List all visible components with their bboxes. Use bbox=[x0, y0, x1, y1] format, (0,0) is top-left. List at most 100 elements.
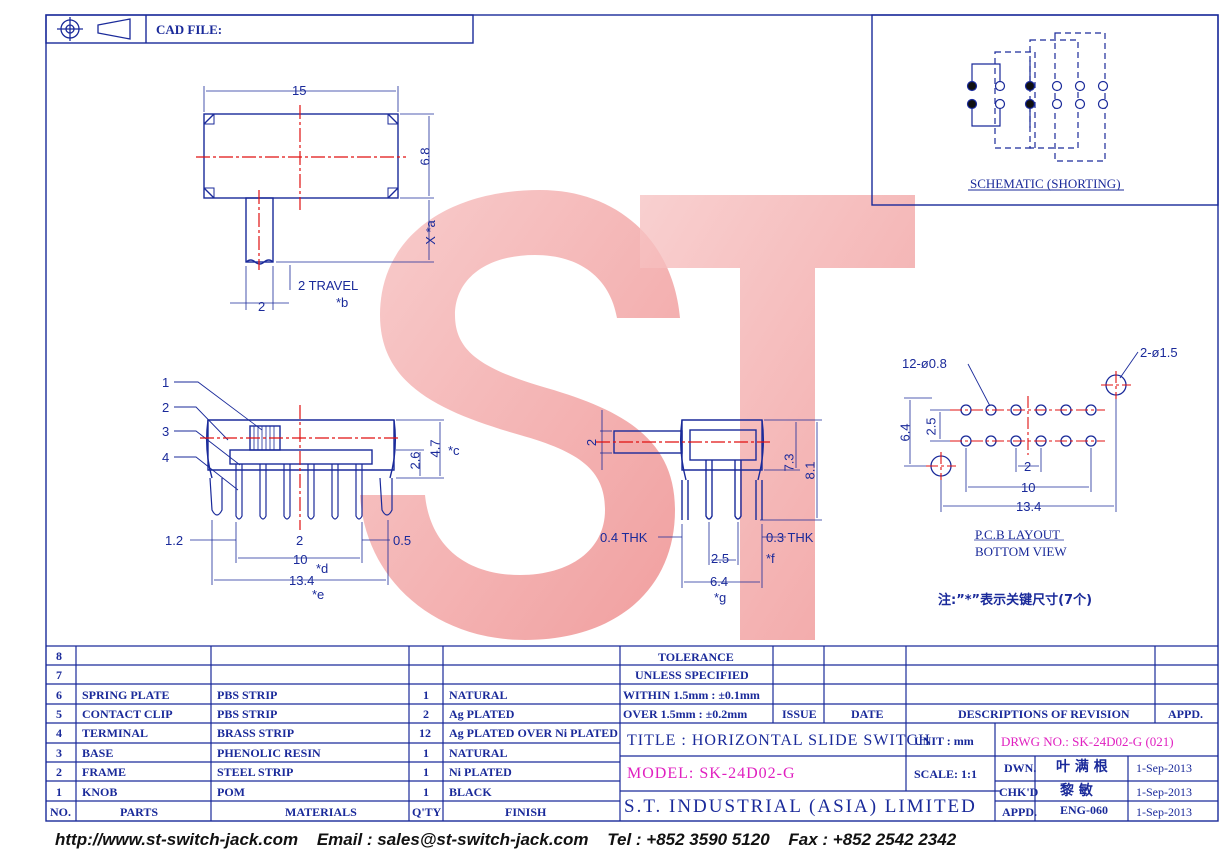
note-e: *e bbox=[312, 587, 325, 602]
bom-row-part: TERMINAL bbox=[82, 726, 149, 740]
front-view-drawing bbox=[174, 381, 444, 585]
note-c: *c bbox=[448, 443, 460, 458]
pcb-dim-10: 10 bbox=[1021, 480, 1036, 495]
bom-row-material: PBS STRIP bbox=[217, 707, 278, 721]
callout-4: 4 bbox=[162, 450, 170, 465]
dim-top-x: X *a bbox=[422, 220, 438, 245]
chkd-label: CHK'D bbox=[999, 785, 1039, 799]
tolerance-within: WITHIN 1.5mm : ±0.1mm bbox=[623, 688, 760, 702]
bom-row-part: BASE bbox=[82, 746, 114, 760]
bom-header-materials: MATERIALS bbox=[285, 805, 357, 819]
dwn-label: DWN. bbox=[1004, 761, 1037, 775]
bom-row-part: CONTACT CLIP bbox=[82, 707, 173, 721]
pcb-holes-small: 12-ø0.8 bbox=[902, 356, 947, 371]
pcb-subcaption: BOTTOM VIEW bbox=[975, 544, 1067, 559]
pcb-caption: P.C.B LAYOUT bbox=[975, 527, 1061, 542]
dim-front-12: 1.2 bbox=[165, 533, 184, 548]
scale-label: SCALE: 1:1 bbox=[914, 767, 978, 781]
bom-row-no: 4 bbox=[56, 726, 62, 740]
pcb-dim-25: 2.5 bbox=[923, 417, 939, 436]
bom-row-qty: 12 bbox=[419, 726, 431, 740]
bom-row-qty: 1 bbox=[423, 688, 429, 702]
bom-row-qty: 1 bbox=[423, 765, 429, 779]
bom-row-no: 3 bbox=[56, 746, 62, 760]
bom-row-no: 5 bbox=[56, 707, 62, 721]
bom-row-finish: NATURAL bbox=[449, 688, 508, 702]
note-b: *b bbox=[336, 295, 349, 310]
pcb-dim-134: 13.4 bbox=[1016, 499, 1042, 514]
note-f: *f bbox=[766, 551, 775, 566]
dim-top-width: 15 bbox=[292, 83, 307, 98]
projection-symbol-icon bbox=[57, 17, 131, 41]
pcb-holes-big: 2-ø1.5 bbox=[1140, 345, 1178, 360]
dim-side-2: 2 bbox=[584, 438, 600, 447]
bom-row-material: POM bbox=[217, 785, 245, 799]
bom-row-no: 7 bbox=[56, 668, 62, 682]
bom-row-material: BRASS STRIP bbox=[217, 726, 295, 740]
dwn-name: 叶 满 根 bbox=[1056, 759, 1108, 775]
email-link[interactable]: Email : sales@st-switch-jack.com bbox=[316, 830, 589, 849]
bom-row-finish: Ag PLATED bbox=[449, 707, 515, 721]
side-view-drawing bbox=[600, 410, 822, 588]
bom-row-qty: 1 bbox=[423, 785, 429, 799]
bom-row-material: STEEL STRIP bbox=[217, 765, 294, 779]
bom-row-finish: BLACK bbox=[449, 785, 492, 799]
appd-header: APPD. bbox=[1168, 707, 1203, 721]
dim-front-2: 2 bbox=[296, 533, 304, 548]
bom-header-no: NO. bbox=[50, 805, 71, 819]
title-block-grid bbox=[46, 645, 1218, 821]
phone-number: Tel : +852 3590 5120 bbox=[607, 830, 770, 849]
bom-row-material: PBS STRIP bbox=[217, 688, 278, 702]
bom-row-qty: 2 bbox=[423, 707, 429, 721]
bom-row-qty: 1 bbox=[423, 746, 429, 760]
bom-row-no: 2 bbox=[56, 765, 62, 779]
descriptions-header: DESCRIPTIONS OF REVISION bbox=[958, 707, 1130, 721]
appd-label: APPD. bbox=[1002, 805, 1037, 819]
callout-2: 2 bbox=[162, 400, 170, 415]
dim-front-134: 13.4 bbox=[289, 573, 315, 588]
callout-3: 3 bbox=[162, 424, 170, 439]
bom-row-material: PHENOLIC RESIN bbox=[217, 746, 321, 760]
dim-top-height: 6.8 bbox=[417, 147, 433, 166]
unless-specified-label: UNLESS SPECIFIED bbox=[635, 668, 749, 682]
bom-header-finish: FINISH bbox=[505, 805, 547, 819]
pcb-layout-drawing bbox=[904, 351, 1139, 541]
pcb-dim-64: 6.4 bbox=[897, 423, 913, 442]
dim-thk-03: 0.3 THK bbox=[766, 530, 814, 545]
bom-row-part: SPRING PLATE bbox=[82, 688, 170, 702]
dwn-date: 1-Sep-2013 bbox=[1136, 761, 1192, 775]
website-link[interactable]: http://www.st-switch-jack.com bbox=[55, 830, 299, 849]
callout-1: 1 bbox=[162, 375, 170, 390]
unit-label: UNIT : mm bbox=[914, 734, 974, 748]
note-d: *d bbox=[316, 561, 329, 576]
dim-front-47: 4.7 bbox=[427, 439, 443, 458]
dim-thk-04: 0.4 THK bbox=[600, 530, 648, 545]
chkd-name: 黎 敏 bbox=[1060, 783, 1093, 799]
bom-row-no: 6 bbox=[56, 688, 62, 702]
key-dimension-note: 注:”*”表示关键尺寸(7个) bbox=[938, 593, 1093, 608]
dim-side-73: 7.3 bbox=[781, 453, 797, 472]
model-number: MODEL: SK-24D02-G bbox=[627, 765, 796, 782]
appd-date: 1-Sep-2013 bbox=[1136, 805, 1192, 819]
issue-header: ISSUE bbox=[782, 707, 817, 721]
schematic-caption: SCHEMATIC (SHORTING) bbox=[970, 176, 1121, 191]
appd-name: ENG-060 bbox=[1060, 803, 1108, 817]
tolerance-label: TOLERANCE bbox=[658, 650, 734, 664]
note-g: *g bbox=[714, 590, 727, 605]
pcb-dim-2: 2 bbox=[1024, 459, 1032, 474]
bom-row-no: 1 bbox=[56, 785, 62, 799]
dim-side-25: 2.5 bbox=[711, 551, 730, 566]
tolerance-over: OVER 1.5mm : ±0.2mm bbox=[623, 707, 748, 721]
bom-row-finish: Ag PLATED OVER Ni PLATED bbox=[449, 726, 618, 740]
cad-file-label: CAD FILE: bbox=[156, 22, 223, 37]
bom-row-no: 8 bbox=[56, 649, 62, 663]
drawing-title: TITLE : HORIZONTAL SLIDE SWITCH bbox=[627, 732, 931, 749]
dim-side-81: 8.1 bbox=[802, 461, 818, 480]
bom-row-finish: NATURAL bbox=[449, 746, 508, 760]
bom-row-part: FRAME bbox=[82, 765, 126, 779]
dim-front-10: 10 bbox=[293, 552, 308, 567]
bom-header-parts: PARTS bbox=[120, 805, 159, 819]
company-name: S.T. INDUSTRIAL (ASIA) LIMITED bbox=[624, 796, 977, 817]
dim-front-05: 0.5 bbox=[393, 533, 412, 548]
